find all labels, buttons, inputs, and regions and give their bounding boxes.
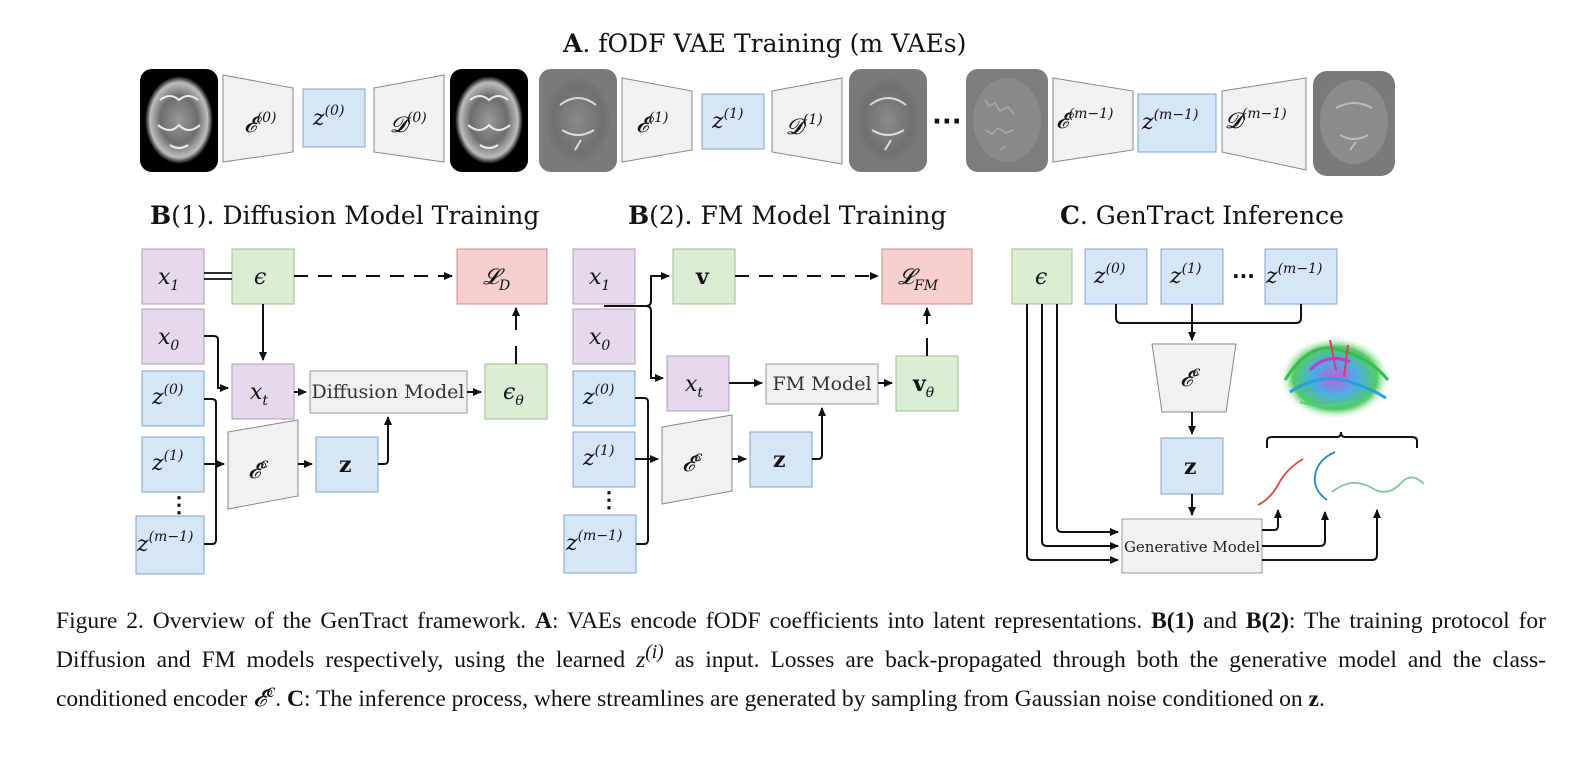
c-eps-box: [1011, 248, 1073, 305]
streamline-blue: [1313, 451, 1336, 501]
latent-box-0: [302, 88, 366, 148]
vae-ellipsis: ···: [932, 107, 962, 137]
c-zm-box: [1264, 248, 1338, 305]
c-eps-label: ϵ: [1035, 265, 1047, 290]
b1-diffusion-model-label: Diffusion Model: [312, 381, 465, 403]
b1-zm-box: [135, 515, 205, 575]
panel-a-title: A. fODF VAE Training (m VAEs): [562, 29, 966, 58]
decoder-label-m-1: 𝓓(m−1): [1225, 106, 1287, 134]
decoder-label-1: 𝓓(1): [786, 112, 823, 140]
c-z-box: [1160, 437, 1224, 495]
b1-eps-theta-box: [484, 363, 548, 420]
b1-zm-label: z(m−1): [136, 529, 193, 557]
vae-block-0: 𝓔(0) z(0) 𝓓(0): [140, 69, 528, 172]
panel-c-title: C. GenTract Inference: [1060, 201, 1344, 230]
latent-label-m-1: z(m−1): [1141, 107, 1198, 135]
b2-fm-model-box: [765, 363, 879, 405]
streamline-red: [1257, 458, 1304, 506]
b2-z1-box: [572, 431, 636, 488]
b1-eps-box: [231, 248, 295, 305]
latent-label-1: z(1): [711, 106, 743, 134]
b2-z1-label: z(1): [582, 443, 614, 471]
b1-z1-box: [141, 436, 205, 493]
b2-v-theta-box: [895, 355, 959, 412]
b1-z-label: z: [339, 452, 352, 478]
b1-eps-theta-label: ϵθ: [503, 380, 524, 409]
panel-b1-title: B(1). Diffusion Model Training: [150, 201, 539, 230]
c-z1-box: [1160, 248, 1224, 305]
b1-eps-label: ϵ: [254, 265, 266, 290]
panel-b2-title: B(2). FM Model Training: [628, 201, 946, 230]
b2-xt-label: xt: [685, 372, 703, 401]
c-zm-label: z(m−1): [1265, 261, 1322, 289]
c-z0-label: z(0): [1093, 261, 1125, 289]
figure-caption: Figure 2. Overview of the GenTract frame…: [56, 608, 1546, 712]
b1-z0-label: z(0): [151, 382, 183, 410]
tractography-image: [1279, 336, 1391, 420]
b1-diffusion-model-box: [309, 370, 468, 414]
b1-x0-label: x0: [158, 325, 179, 354]
b2-z0-label: z(0): [582, 382, 614, 410]
latent-box-1: [701, 93, 765, 150]
b2-vdots: ⋮: [598, 487, 620, 513]
panel-b2: x1 x0 v 𝓛FM xt FM Model vθ z(0) z(1) ⋮ z…: [563, 248, 973, 574]
b1-x0-box: [141, 308, 205, 365]
b2-x0-box: [572, 308, 636, 365]
b2-z0-box: [572, 370, 636, 427]
b2-z-label: z: [773, 447, 786, 473]
streamline-green: [1331, 476, 1425, 493]
b2-zm-label: z(m−1): [565, 528, 622, 556]
b1-z1-label: z(1): [151, 448, 183, 476]
b2-x1-label: x1: [589, 265, 610, 294]
b1-vdots: ⋮: [168, 492, 190, 518]
decoder-label-0: 𝓓(0): [390, 110, 427, 138]
b1-loss-box: [456, 248, 548, 305]
latent-label-0: z(0): [312, 103, 344, 131]
decoder-shape-1: [771, 77, 843, 165]
b1-xt-box: [231, 363, 295, 420]
decoder-shape-m-1: [1221, 77, 1307, 171]
b1-xt-label: xt: [250, 380, 268, 409]
decoder-shape-0: [373, 74, 445, 163]
b1-x1-label: x1: [158, 265, 179, 294]
b2-v-theta-label: vθ: [912, 371, 935, 401]
panel-c: ϵ z(0) z(1) ··· z(m−1) 𝓔c z Generative M…: [1011, 248, 1425, 574]
b2-encoder-shape: [661, 414, 733, 505]
b2-x1-box: [572, 248, 636, 305]
encoder-shape-1: [621, 77, 693, 163]
b1-x1-box: [141, 248, 205, 305]
b2-x0-label: x0: [589, 325, 610, 354]
panel-b1: x1 x0 ϵ 𝓛D xt Diffusion Model ϵθ z(0) z(…: [135, 248, 548, 575]
c-z-label: z: [1184, 454, 1197, 480]
b1-z-box: [315, 436, 379, 493]
c-brace: [1266, 431, 1418, 448]
b2-v-label: v: [695, 264, 710, 290]
c-ellipsis: ···: [1232, 264, 1255, 288]
latent-box-m-1: [1137, 93, 1217, 153]
vae-block-m-1: 𝓔(m−1) z(m−1) 𝓓(m−1): [966, 69, 1395, 176]
c-generative-model-label: Generative Model: [1124, 538, 1260, 556]
encoder-shape-0: [222, 74, 294, 163]
c-z0-box: [1084, 248, 1148, 305]
b2-z-box: [749, 431, 813, 488]
b1-z0-box: [141, 370, 205, 427]
vae-block-1: 𝓔(1) z(1) 𝓓(1): [539, 69, 927, 172]
b2-xt-box: [666, 355, 730, 412]
c-encoder-shape: [1151, 343, 1237, 413]
c-generative-model-box: [1121, 518, 1263, 574]
encoder-shape-m-1: [1052, 77, 1134, 163]
c-z1-label: z(1): [1169, 261, 1201, 289]
b1-encoder-shape: [227, 419, 299, 510]
b2-loss-box: [881, 248, 973, 305]
b2-fm-model-label: FM Model: [772, 373, 871, 395]
